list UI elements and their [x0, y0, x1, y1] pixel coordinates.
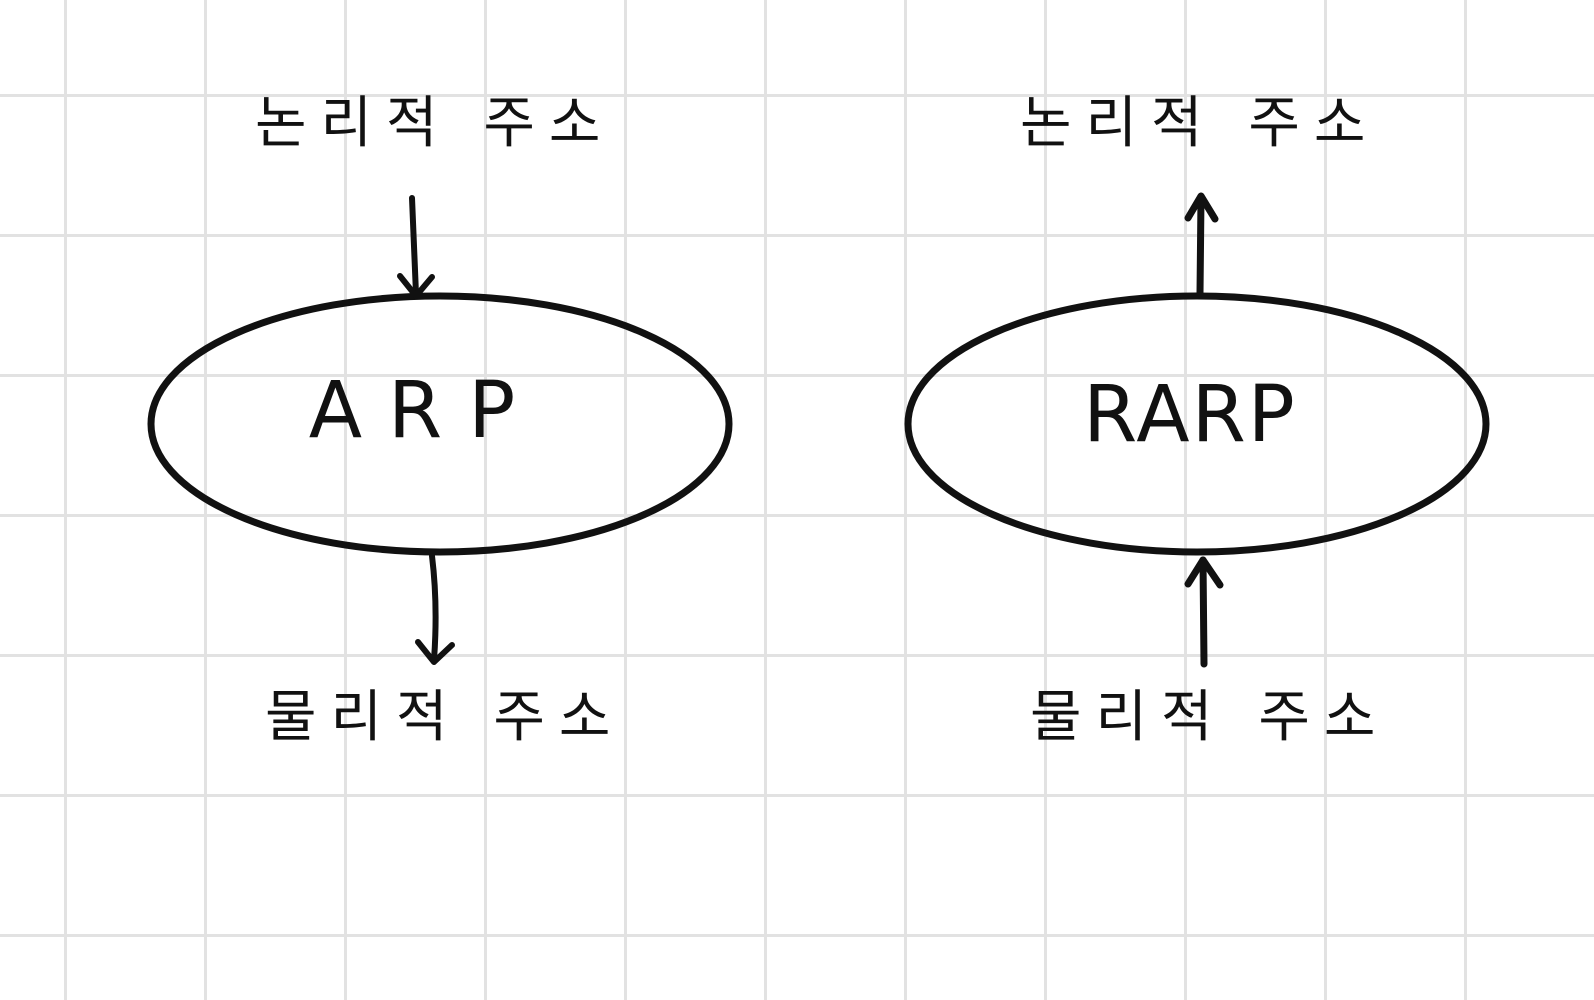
- arp-input-arrow: [409, 195, 419, 297]
- arp-output-arrow: [429, 553, 439, 663]
- arp-top-label: 논리적 주소: [255, 91, 615, 156]
- rarp-ellipse: [904, 292, 1490, 556]
- arp-output-arrowhead: [415, 639, 455, 665]
- rarp-output-arrowhead: [1184, 192, 1219, 223]
- arp-input-arrowhead: [397, 273, 435, 299]
- rarp-top-label: 논리적 주소: [1020, 91, 1380, 156]
- rarp-diagram: [904, 192, 1490, 668]
- arp-bottom-label: 물리적 주소: [265, 685, 625, 750]
- arp-diagram: [147, 195, 733, 665]
- arp-ellipse: [147, 292, 733, 556]
- rarp-input-arrowhead: [1184, 556, 1224, 589]
- rarp-protocol-label: RARP: [1083, 370, 1297, 460]
- rarp-output-arrow: [1196, 194, 1205, 297]
- rarp-bottom-label: 물리적 주소: [1030, 685, 1390, 750]
- arp-protocol-label: ARP: [308, 366, 542, 456]
- rarp-input-arrow: [1199, 556, 1208, 668]
